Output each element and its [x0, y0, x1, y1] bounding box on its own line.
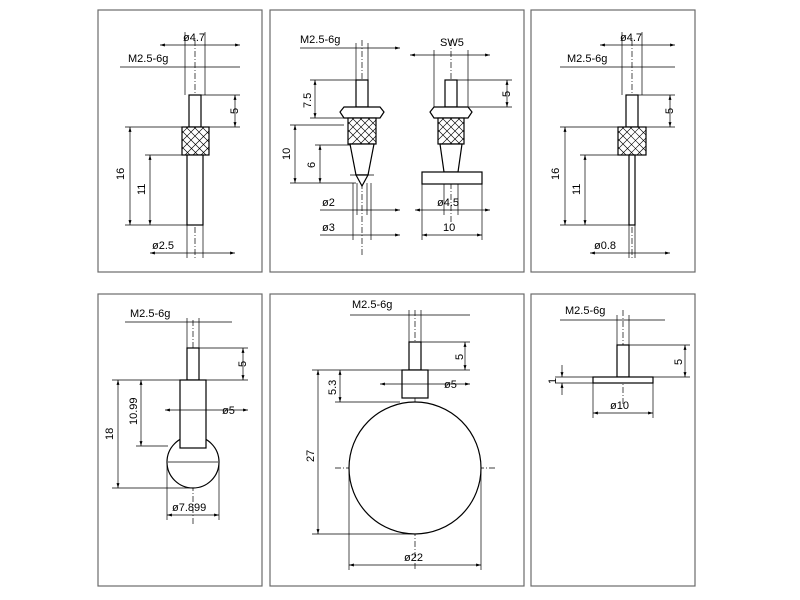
- label-wrench-size: SW5: [440, 37, 464, 49]
- needle-shaft: [628, 154, 636, 226]
- label-thread: M2.5-6g: [352, 299, 392, 311]
- flat-foot: [421, 171, 483, 185]
- panel-3-frame: [530, 9, 696, 273]
- panel-6-frame: [530, 293, 696, 587]
- label-foot-diameter: ø4.5: [437, 197, 459, 209]
- label-length-a: 7.5: [302, 93, 314, 108]
- cone-tip: [349, 143, 375, 176]
- label-collar-length: 5.3: [327, 380, 339, 395]
- thread-stud: [408, 341, 422, 371]
- thread-stud: [188, 94, 202, 128]
- label-thread-length: 5: [454, 354, 466, 360]
- label-thread-length: 5: [664, 108, 676, 114]
- flat-plate: [592, 376, 654, 384]
- panel-5-frame: [269, 293, 525, 587]
- shank: [179, 379, 207, 449]
- thread-stud: [616, 344, 630, 378]
- label-cone-diameter: ø3: [322, 222, 335, 234]
- thread-stud: [186, 347, 200, 381]
- label-thread: M2.5-6g: [567, 53, 607, 65]
- measuring-disc: [348, 401, 482, 535]
- label-top-diameter: ø4.7: [620, 32, 642, 44]
- panel-1-knurled-probe-2-5: ø4.7 M2.5-6g 5 16 11 ø2.5: [97, 9, 263, 273]
- label-tip-diameter: ø2: [322, 197, 335, 209]
- cone-body-right: [439, 143, 463, 173]
- label-collar-diameter: ø5: [444, 379, 457, 391]
- knurl-hatch: [181, 126, 210, 156]
- label-thread: M2.5-6g: [128, 53, 168, 65]
- label-thread-length: 5: [501, 91, 513, 97]
- label-needle-diameter: ø0.8: [594, 240, 616, 252]
- panel-2-cone-and-flat-probes: M2.5-6g SW5 7.5 5 10 6 ø2 ø3 ø4.5: [269, 9, 525, 273]
- label-total-length: 10: [281, 148, 293, 160]
- label-cone-length: 6: [306, 162, 318, 168]
- label-total-length: 16: [115, 168, 127, 180]
- label-shank-diameter: ø5: [222, 405, 235, 417]
- label-total-length: 27: [305, 450, 317, 462]
- label-plate-thickness: 1: [547, 378, 559, 384]
- label-top-diameter: ø4.7: [183, 32, 205, 44]
- knurled-collar: [181, 126, 210, 156]
- label-plate-diameter: ø10: [610, 400, 629, 412]
- hex-nut-right: [429, 106, 473, 119]
- panel-2-frame: [269, 9, 525, 273]
- label-total-length: 18: [104, 428, 116, 440]
- thread-stud-left: [355, 79, 369, 108]
- label-ball-center: 10.99: [128, 397, 140, 425]
- label-thread: M2.5-6g: [565, 305, 605, 317]
- label-shaft-length: 11: [136, 184, 148, 195]
- panel-6-flat-plate-probe: M2.5-6g 5 1 ø10: [530, 293, 696, 587]
- thread-stud-right: [444, 79, 458, 108]
- label-shaft-diameter: ø2.5: [152, 240, 174, 252]
- label-thread: M2.5-6g: [130, 308, 170, 320]
- panel-1-frame: [97, 9, 263, 273]
- label-total-length: 16: [550, 168, 562, 180]
- label-thread-length: 5: [237, 361, 249, 367]
- cone-point: [354, 174, 370, 188]
- label-foot-length: 10: [443, 222, 455, 234]
- panel-3-needle-probe: ø4.7 M2.5-6g 5 16 11 ø0.8: [530, 9, 696, 273]
- panel-4-frame: [97, 293, 263, 587]
- label-shaft-length: 11: [571, 184, 583, 195]
- label-thread: M2.5-6g: [300, 34, 340, 46]
- label-thread-length: 5: [229, 108, 241, 114]
- hex-nut-left: [339, 106, 385, 119]
- panel-5-disc-probe: M2.5-6g 5 5.3 ø5 27 ø22: [269, 293, 525, 587]
- label-thread-length: 5: [673, 359, 685, 365]
- panel-4-ball-probe: M2.5-6g 5 18 10.99 ø5 ø7.899: [97, 293, 263, 587]
- label-ball-diameter: ø7.899: [172, 502, 206, 514]
- probe-shaft: [186, 154, 204, 226]
- label-disc-diameter: ø22: [404, 552, 423, 564]
- thread-stud: [625, 94, 639, 128]
- knurled-collar-right: [437, 117, 465, 145]
